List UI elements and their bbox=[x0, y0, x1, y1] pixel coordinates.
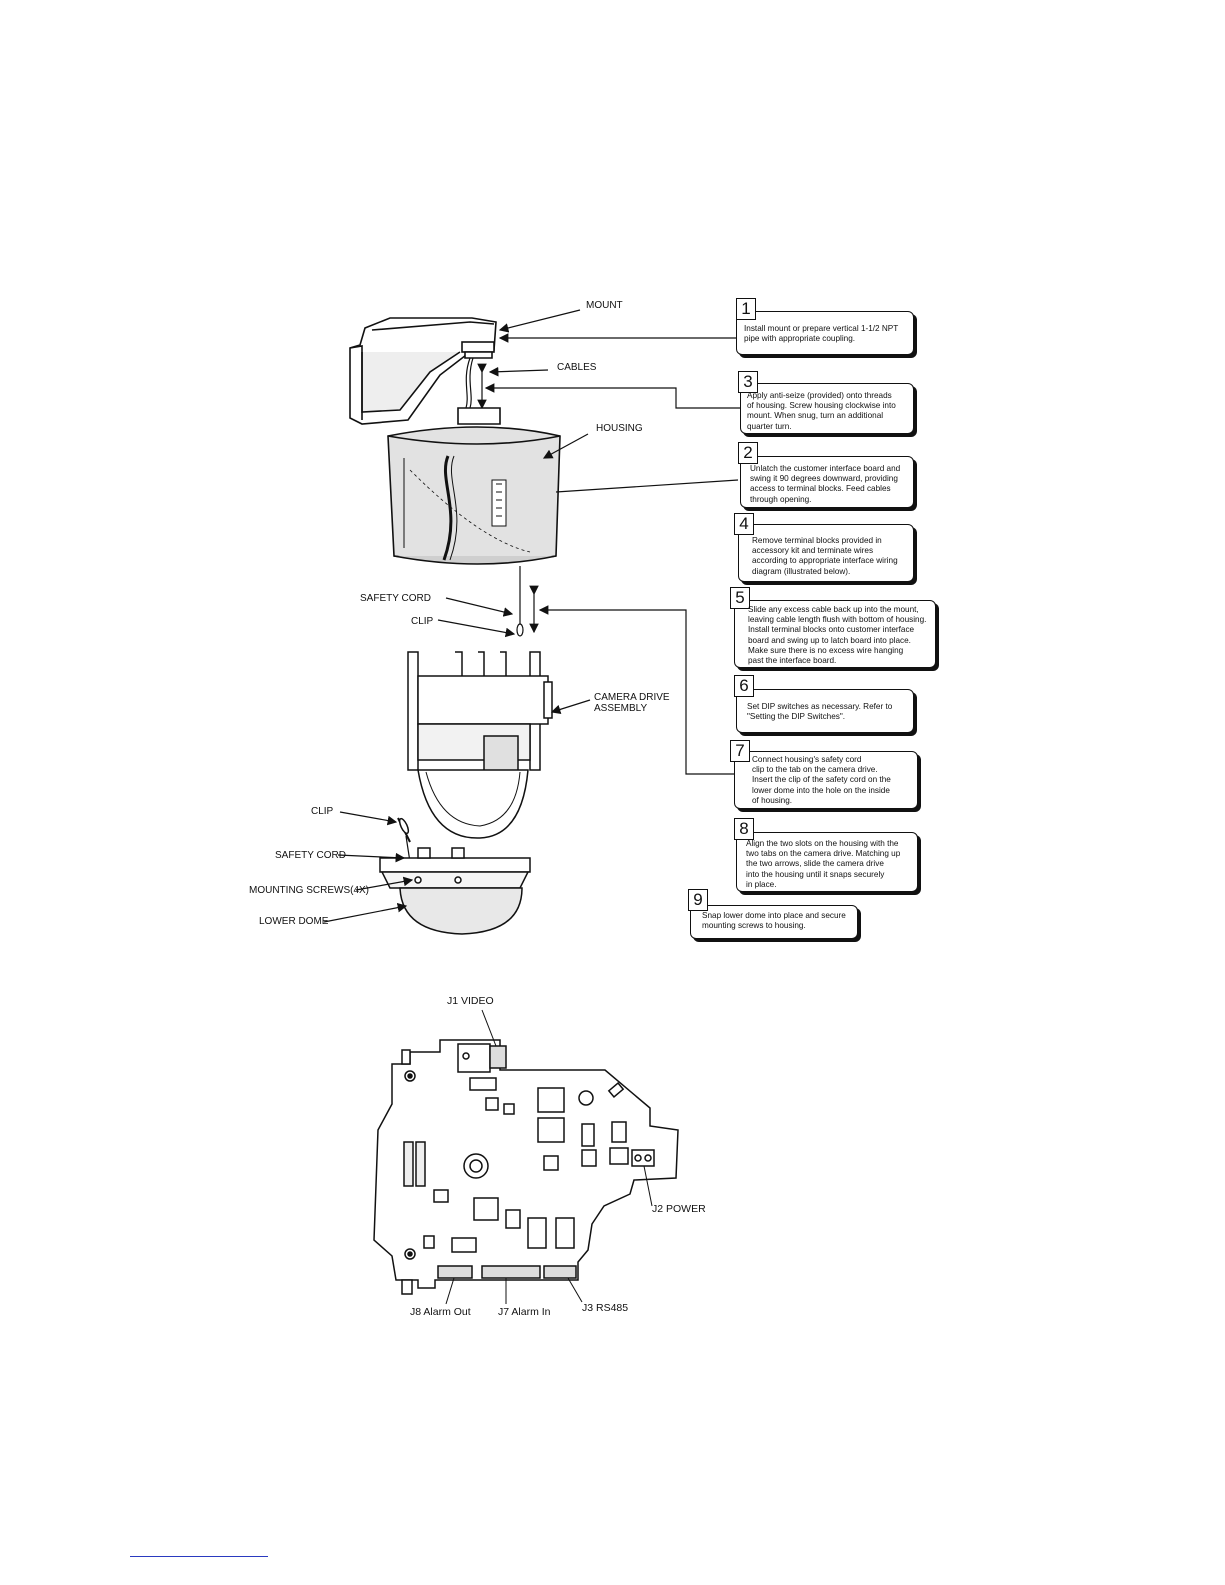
step-8-text: Align the two slots on the housing with … bbox=[746, 839, 901, 889]
housing-illustration bbox=[387, 407, 561, 565]
lower-dome-illustration bbox=[379, 817, 531, 935]
step-8-number: 8 bbox=[734, 818, 754, 840]
footer-link-rule bbox=[130, 1556, 268, 1557]
cables-label: CABLES bbox=[557, 362, 597, 373]
step-1-box bbox=[736, 311, 914, 355]
step-3-number: 3 bbox=[738, 371, 758, 393]
step-9-number: 9 bbox=[688, 889, 708, 911]
step-5-text: Slide any excess cable back up into the … bbox=[748, 605, 927, 666]
mounting-screws-label: MOUNTING SCREWS(4X) bbox=[249, 885, 369, 896]
pcb-leaders bbox=[445, 1009, 653, 1305]
step-4-box bbox=[738, 524, 914, 582]
step-7-text: Connect housing's safety cord clip to th… bbox=[752, 755, 891, 805]
step-5-box bbox=[734, 600, 936, 668]
safety-cord-label: SAFETY CORD bbox=[360, 593, 431, 604]
lower-dome-label: LOWER DOME bbox=[259, 916, 329, 927]
part-label-leaders bbox=[323, 309, 591, 923]
step-2-text: Unlatch the customer interface board and… bbox=[750, 464, 901, 504]
mount-label: MOUNT bbox=[586, 300, 623, 311]
step-7-number: 7 bbox=[730, 740, 750, 762]
j7-alarm-in-label: J7 Alarm In bbox=[498, 1306, 551, 1318]
j2-power-label: J2 POWER bbox=[652, 1203, 706, 1215]
step-1-text: Install mount or prepare vertical 1-1/2 … bbox=[744, 324, 899, 344]
camera-drive-assembly-label: ASSEMBLY bbox=[594, 703, 648, 714]
interface-board-illustration bbox=[373, 1039, 679, 1295]
step-9-text: Snap lower dome into place and secure mo… bbox=[702, 911, 846, 931]
step-5-number: 5 bbox=[730, 587, 750, 609]
j3-rs485-label: J3 RS485 bbox=[582, 1302, 629, 1314]
step-2-box bbox=[740, 456, 914, 508]
cables-illustration bbox=[465, 357, 487, 410]
step-connectors bbox=[484, 333, 740, 775]
clip-label-2: CLIP bbox=[311, 806, 334, 817]
step-4-number: 4 bbox=[734, 513, 754, 535]
step-1-number: 1 bbox=[736, 298, 756, 320]
step-9-box bbox=[690, 905, 858, 939]
j8-alarm-out-label: J8 Alarm Out bbox=[410, 1306, 471, 1318]
step-2-number: 2 bbox=[738, 442, 758, 464]
j1-video-label: J1 VIDEO bbox=[447, 995, 494, 1007]
housing-label: HOUSING bbox=[596, 423, 643, 434]
clip-label: CLIP bbox=[411, 616, 434, 627]
camera-drive-illustration bbox=[407, 651, 553, 839]
step-4-text: Remove terminal blocks provided in acces… bbox=[752, 536, 898, 576]
step-6-number: 6 bbox=[734, 675, 754, 697]
step-8-box bbox=[736, 832, 918, 892]
safety-cord-label-2: SAFETY CORD bbox=[275, 850, 346, 861]
safety-cord-illustration bbox=[516, 566, 539, 637]
step-7-box bbox=[734, 751, 918, 809]
step-6-box bbox=[736, 689, 914, 733]
mount-illustration bbox=[349, 317, 497, 425]
step-3-text: Apply anti-seize (provided) onto threads… bbox=[747, 391, 896, 431]
camera-drive-label: CAMERA DRIVE bbox=[594, 692, 670, 703]
step-3-box bbox=[740, 383, 914, 434]
step-6-text: Set DIP switches as necessary. Refer to … bbox=[747, 702, 893, 722]
